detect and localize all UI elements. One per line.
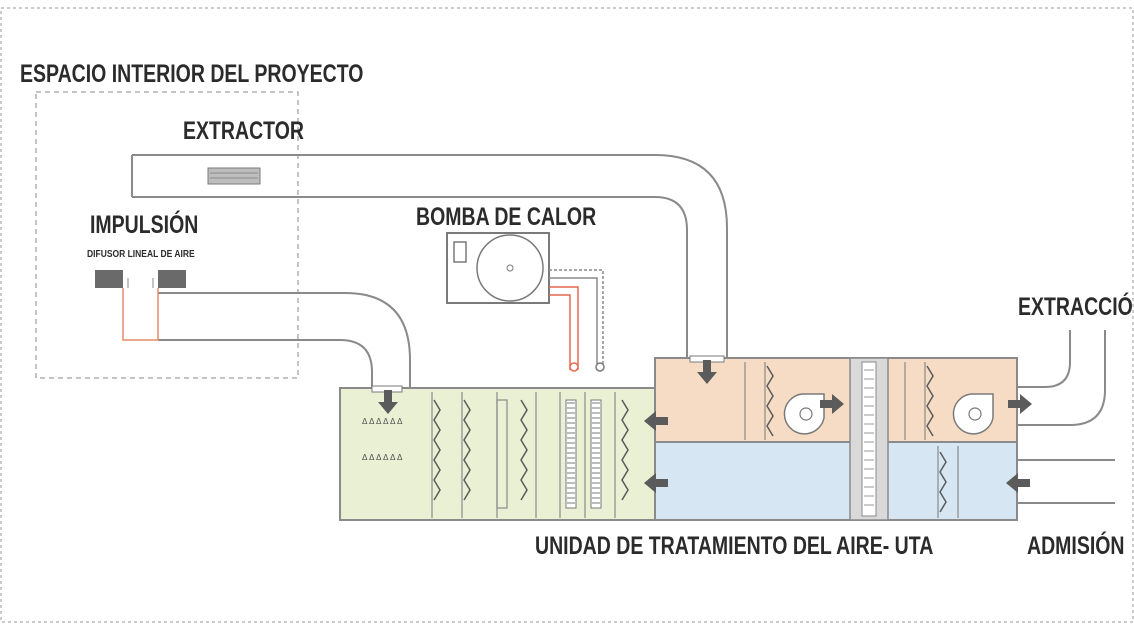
diffuser-throat (122, 288, 159, 341)
supply-duct (158, 292, 411, 388)
filter-icon (926, 365, 934, 437)
refrigerant-pipes (549, 269, 604, 370)
nozzle-mark: Δ (369, 453, 375, 462)
admission-duct (1017, 459, 1115, 504)
heat-pump-fan-hub (506, 264, 514, 272)
nozzle-mark: Δ (390, 453, 396, 462)
arrow-icon (820, 394, 844, 414)
diffuser-label: DIFUSOR LINEAL DE AIRE (87, 249, 195, 260)
nozzle-mark: Δ (369, 417, 375, 426)
arrow-icon (378, 390, 398, 414)
heat-pump-panel (453, 241, 467, 263)
fan-hub (968, 407, 982, 421)
nozzle-mark: Δ (376, 417, 382, 426)
nozzle-mark: Δ (383, 417, 389, 426)
arrow-icon (644, 473, 668, 493)
uta-label: UNIDAD DE TRATAMIENTO DEL AIRE- UTA (535, 532, 934, 560)
valve-hot (569, 362, 579, 372)
coil-icon (565, 399, 577, 509)
nozzle-mark: Δ (362, 417, 368, 426)
nozzle-mark: Δ (397, 417, 403, 426)
filter-icon (621, 399, 629, 501)
nozzle-mark: Δ (376, 453, 382, 462)
interior-space-box (35, 91, 299, 379)
nozzle-mark: Δ (397, 453, 403, 462)
arrow-icon (1008, 394, 1032, 414)
filter-icon (463, 399, 471, 501)
filter-icon (433, 399, 441, 501)
interior-space-label: ESPACIO INTERIOR DEL PROYECTO (20, 60, 364, 88)
coil-icon (590, 399, 602, 509)
outer-frame (0, 7, 1134, 623)
filter-icon (520, 399, 528, 501)
nozzle-mark: Δ (383, 453, 389, 462)
nozzle-mark: Δ (362, 453, 368, 462)
diffuser-right (158, 270, 186, 288)
arrow-icon (1006, 473, 1030, 493)
filter-icon (496, 399, 508, 509)
heat-pump-label: BOMBA DE CALOR (416, 203, 597, 231)
valve-cold (595, 362, 605, 372)
impulsion-label: IMPULSIÓN (90, 211, 199, 239)
admission-label: ADMISIÓN (1027, 532, 1125, 560)
uta-intake-section (654, 441, 1018, 521)
extractor-grille (207, 167, 261, 185)
filter-icon (939, 451, 947, 513)
extraction-label: EXTRACCIÓN (1018, 293, 1134, 321)
extraction-duct (1017, 330, 1106, 426)
extractor-label: EXTRACTOR (183, 117, 304, 145)
arrow-icon (697, 360, 717, 384)
heat-exchanger-core (861, 361, 877, 517)
fan-hub (799, 407, 813, 421)
filter-icon (766, 365, 774, 437)
diffuser-left (95, 270, 123, 288)
return-duct (131, 154, 728, 360)
diffuser-inner (127, 278, 154, 288)
arrow-icon (644, 411, 668, 431)
nozzle-mark: Δ (390, 417, 396, 426)
